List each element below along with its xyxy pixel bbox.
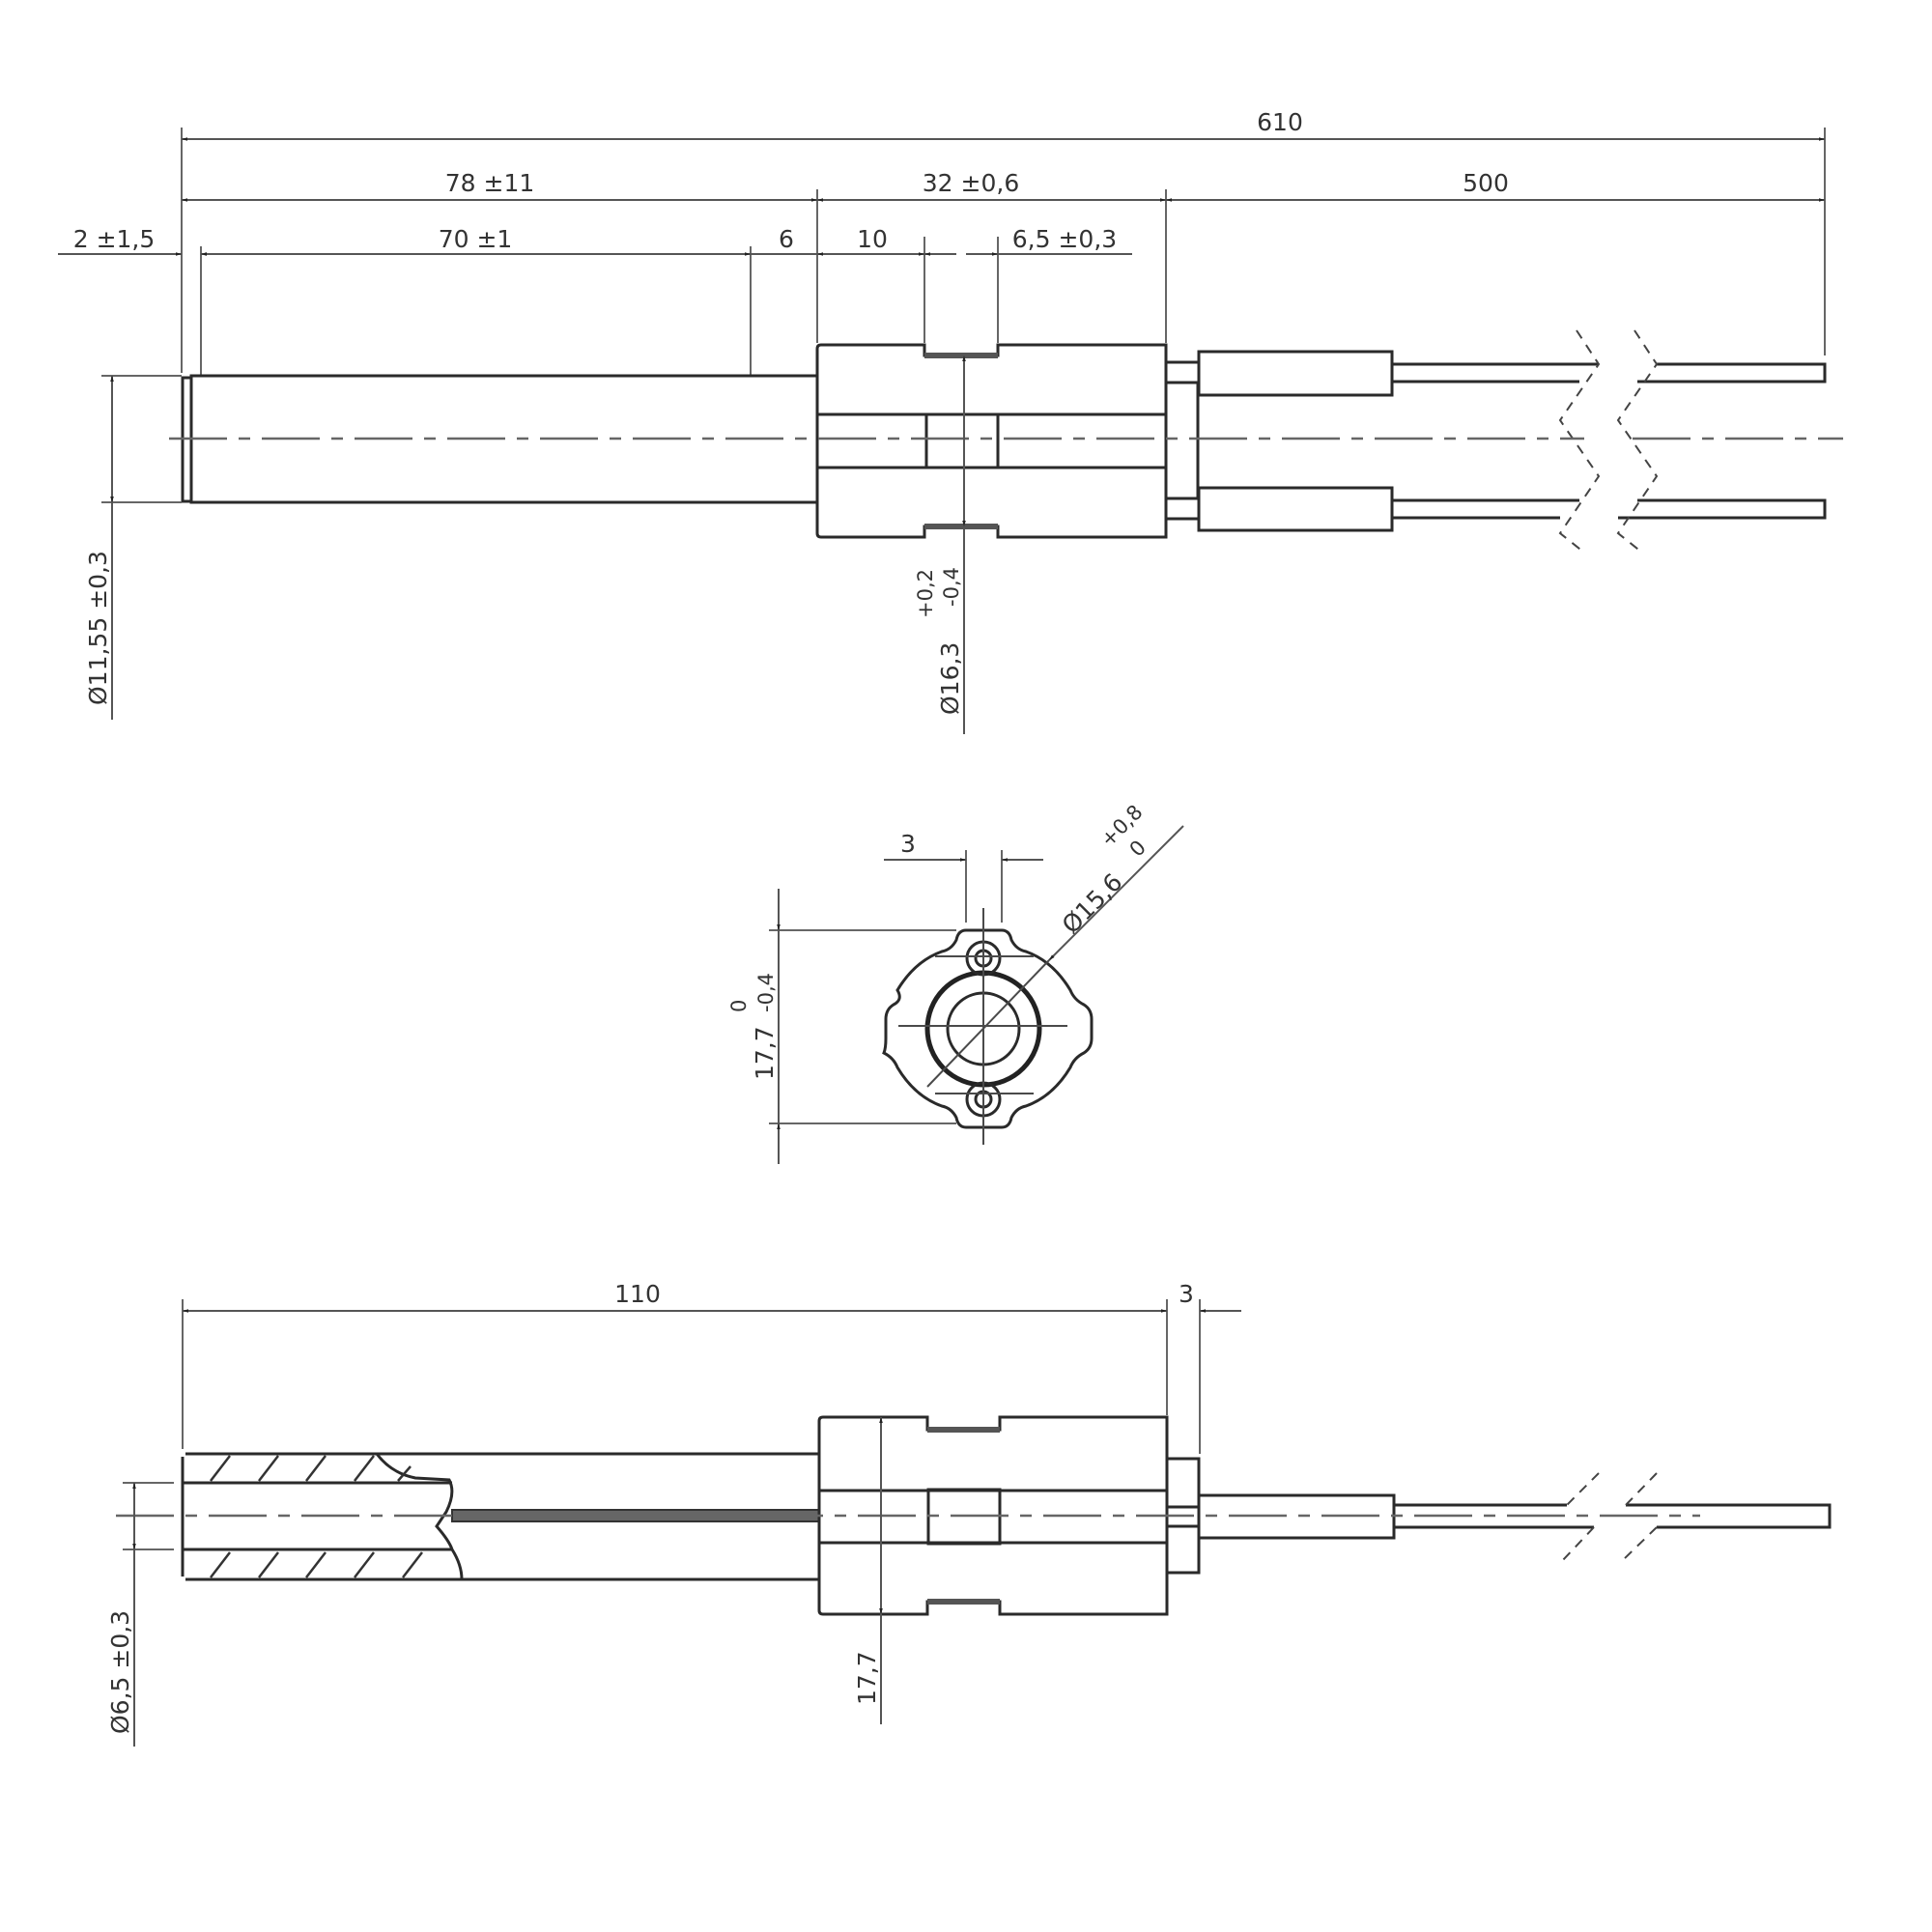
dim-slot-label: 3 — [900, 830, 916, 858]
dim-insertion-length-label: 110 — [614, 1280, 661, 1308]
dim-connector-diameter-label: Ø16,3 — [936, 642, 964, 715]
connector-body — [815, 343, 1168, 539]
dim-flange-thickness-label: 3 — [1179, 1280, 1194, 1308]
dim-rod-length-label: 78 ±11 — [445, 169, 535, 197]
section-rod-outline — [181, 1452, 819, 1581]
dim-connector-front-label: 10 — [857, 225, 888, 253]
dim-connector-length-label: 32 ±0,6 — [923, 169, 1019, 197]
dim-outer-diameter-label: Ø15,6 — [1057, 867, 1128, 939]
section-view: 110 3 — [106, 1280, 1832, 1747]
end-view: 3 17,7 -0,4 0 Ø15,6 0 +0,8 — [727, 801, 1184, 1164]
dim-gap-label: 6 — [779, 225, 794, 253]
lead-wire-bottom — [1392, 498, 1827, 520]
dim-across-flats-tol-lower: -0,4 — [754, 973, 778, 1012]
lead-sleeve-top — [1197, 350, 1394, 397]
dim-across-flats-tol-upper: 0 — [727, 1000, 751, 1012]
end-view-diameter-line — [926, 959, 1050, 1088]
rear-flange — [1164, 381, 1200, 500]
lead-sleeve-bottom — [1197, 486, 1394, 532]
dim-connector-diameter-tol-upper: +0,2 — [914, 569, 937, 618]
end-view-outline — [882, 928, 1094, 1129]
section-hatching — [210, 1455, 423, 1578]
dim-connector-height-label: 17,7 — [853, 1651, 881, 1705]
dim-groove-label: 6,5 ±0,3 — [1012, 225, 1117, 253]
section-break-right — [1622, 1472, 1658, 1561]
dim-lead-length-label: 500 — [1463, 169, 1509, 197]
dim-connector-diameter-tol-lower: -0,4 — [940, 567, 963, 607]
dim-bore-diameter-label: Ø6,5 ±0,3 — [106, 1610, 134, 1734]
dim-rod-diameter-label: Ø11,55 ±0,3 — [84, 551, 112, 705]
connector-insert — [924, 412, 1000, 469]
dim-overall-length-label: 610 — [1257, 108, 1303, 136]
dim-outer-diameter-tol-lower: 0 — [1125, 836, 1151, 861]
dim-heated-length-label: 70 ±1 — [439, 225, 513, 253]
section-break-left — [1562, 1472, 1600, 1561]
section-bore — [183, 1481, 452, 1551]
break-line-right — [1616, 329, 1659, 554]
dim-tip-offset-label: 2 ±1,5 — [73, 225, 156, 253]
break-line-left — [1558, 329, 1601, 554]
dim-across-flats-label: 17,7 — [751, 1026, 779, 1080]
section-lead-wire — [1394, 1503, 1832, 1529]
lead-wire-top — [1392, 362, 1827, 384]
side-view: 610 78 ±11 32 ±0,6 500 2 ±1,5 70 ±1 6 10… — [58, 108, 1843, 734]
dim-outer-diameter-leader — [1048, 825, 1184, 961]
